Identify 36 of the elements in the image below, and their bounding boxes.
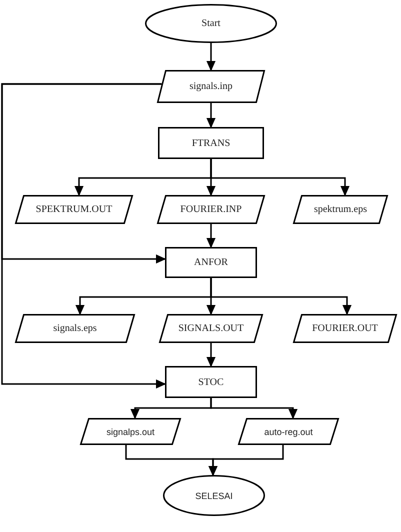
terminal-oval — [145, 4, 277, 43]
node-label: signalps.out — [106, 426, 155, 436]
node-label: signals.eps — [53, 323, 97, 334]
arrow — [206, 43, 216, 70]
node-label: SELESAI — [195, 490, 233, 500]
terminal-oval — [163, 475, 265, 516]
data-parallelogram — [157, 195, 265, 224]
process-box — [165, 366, 257, 398]
node-label: SIGNALS.OUT — [178, 323, 244, 334]
arrow — [206, 224, 216, 248]
process-box — [165, 247, 257, 278]
node-label: FOURIER.INP — [180, 204, 242, 215]
node-label: spektrum.eps — [314, 204, 368, 215]
node-label: STOC — [198, 376, 224, 388]
data-parallelogram — [293, 195, 388, 224]
node-label: signals.inp — [189, 81, 233, 92]
node-label: Start — [202, 18, 220, 29]
data-parallelogram — [238, 418, 339, 445]
node-label: FTRANS — [192, 138, 230, 148]
arrow — [210, 398, 298, 418]
node-label: FOURIER.OUT — [312, 323, 378, 334]
data-parallelogram — [15, 195, 133, 224]
arrow — [208, 445, 284, 476]
node-label: ANFOR — [194, 257, 228, 268]
node-label: auto-reg.out — [264, 426, 313, 436]
process-box — [158, 127, 264, 159]
data-parallelogram — [293, 314, 397, 343]
arrow — [210, 278, 352, 314]
arrow — [206, 343, 216, 366]
node-label: SPEKTRUM.OUT — [36, 204, 112, 215]
arrow — [206, 103, 216, 128]
data-parallelogram — [159, 314, 263, 343]
arrow — [210, 159, 350, 196]
data-parallelogram — [80, 418, 181, 445]
data-parallelogram — [157, 70, 265, 103]
data-parallelogram — [15, 314, 135, 343]
